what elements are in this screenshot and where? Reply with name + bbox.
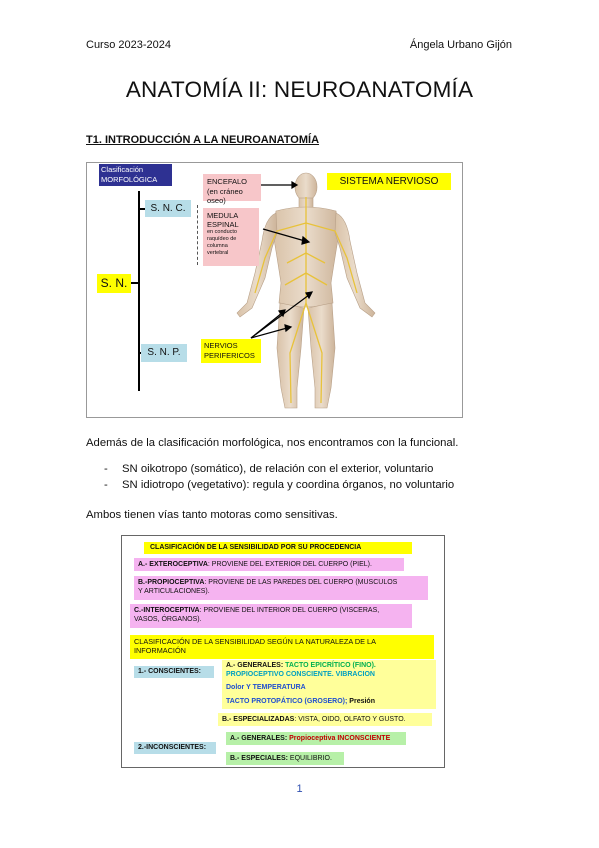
propioceptiva-text: : PROVIENE DE LAS PAREDES DEL CUERPO (MU… xyxy=(204,579,398,586)
propioceptiva-text2: Y ARTICULACIONES). xyxy=(138,587,210,595)
classification-label: Clasificación MORFOLÓGICA xyxy=(99,164,172,186)
inc-generales-text: Propioceptiva INCONSCIENTE xyxy=(289,735,391,742)
propioceptiva-row: B.-PROPIOCEPTIVA: PROVIENE DE LAS PAREDE… xyxy=(134,576,428,600)
nervios-label: NERVIOS PERIFERICOS xyxy=(201,339,261,363)
snp-label: S. N. P. xyxy=(141,344,187,362)
exteroceptiva-text: : PROVIENE DEL EXTERIOR DEL CUERPO (PIEL… xyxy=(207,561,372,568)
nervous-system-figure: Clasificación MORFOLÓGICA S. N. C. S. N.… xyxy=(86,162,463,418)
generales-block: A.- GENERALES: TACTO EPICRÍTICO (FINO). … xyxy=(222,660,436,709)
interoceptiva-text: : PROVIENE DEL INTERIOR DEL CUERPO (VISC… xyxy=(199,607,380,614)
page-title: ANATOMÍA II: NEUROANATOMÍA xyxy=(125,77,474,102)
medula-dash xyxy=(197,205,266,265)
tacto-epicritico: TACTO EPICRÍTICO (FINO). xyxy=(285,662,376,669)
inc-generales-label: A.- GENERALES: xyxy=(230,735,288,742)
bullet-item: - SN oikotropo (somático), de relación c… xyxy=(104,463,504,477)
medula-label: MEDULA ESPINAL en conducto raquídeo de c… xyxy=(203,208,259,266)
generales-label: A.- GENERALES: xyxy=(226,662,284,669)
snc-label: S. N. C. xyxy=(145,200,191,217)
paragraph-functional: Además de la clasificación morfológica, … xyxy=(86,437,459,449)
section-heading: T1. INTRODUCCIÓN A LA NEUROANATOMÍA xyxy=(86,134,320,146)
especializadas-text: : VISTA, OIDO, OLFATO Y GUSTO. xyxy=(294,716,406,723)
bullet-dash: - xyxy=(104,463,108,475)
exteroceptiva-label: A.- EXTEROCEPTIVA xyxy=(138,561,208,568)
medula-line2: ESPINAL xyxy=(207,220,239,229)
interoceptiva-text2: VASOS, ÓRGANOS). xyxy=(134,615,202,623)
nervios-line2: PERIFERICOS xyxy=(204,350,255,360)
inconscientes-label: 2.-INCONSCIENTES: xyxy=(134,742,216,754)
heading-naturaleza: CLASIFICACIÓN DE LA SENSIBILIDAD SEGÚN L… xyxy=(130,635,434,659)
paragraph-pathways: Ambos tienen vías tanto motoras como sen… xyxy=(86,509,338,521)
medula-small1: en conducto xyxy=(207,229,237,235)
medula-small3: columna xyxy=(207,243,228,249)
propioceptiva-label: B.-PROPIOCEPTIVA xyxy=(138,579,205,586)
classification-line2: MORFOLÓGICA xyxy=(101,174,158,184)
bullet-dash: - xyxy=(104,479,108,491)
especiales-label: B.- ESPECIALES: xyxy=(230,755,288,762)
encefalo-line1: ENCEFALO xyxy=(207,177,248,186)
medula-small2: raquídeo de xyxy=(207,236,237,242)
encefalo-line2: (en cráneo oseo) xyxy=(207,186,243,206)
heading-naturaleza-line1: CLASIFICACIÓN DE LA SENSIBILIDAD SEGÚN L… xyxy=(134,637,376,646)
bullet-item: - SN idiotropo (vegetativo): regula y co… xyxy=(104,479,504,493)
presion: Presión xyxy=(349,697,375,705)
tacto-protopatico: TACTO PROTOPÁTICO (GROSERO); xyxy=(226,697,348,705)
author-header: Ángela Urbano Gijón xyxy=(409,39,512,51)
medula-line1: MEDULA xyxy=(207,211,239,220)
especializadas-row: B.- ESPECIALIZADAS: VISTA, OIDO, OLFATO … xyxy=(218,713,432,726)
sensitivity-classification-figure: CLASIFICACIÓN DE LA SENSIBILIDAD POR SU … xyxy=(121,535,445,768)
page-number: 1 xyxy=(296,783,303,795)
heading-procedencia: CLASIFICACIÓN DE LA SENSIBILIDAD POR SU … xyxy=(144,542,412,554)
medula-small4: vertebral xyxy=(207,250,229,256)
classification-line1: Clasificación xyxy=(101,165,144,174)
especiales-text: EQUILIBRIO. xyxy=(289,755,332,762)
nervios-line1: NERVIOS xyxy=(204,341,238,350)
interoceptiva-row: C.-INTEROCEPTIVA: PROVIENE DEL INTERIOR … xyxy=(130,604,412,628)
interoceptiva-label: C.-INTEROCEPTIVA xyxy=(134,607,200,614)
human-body-illustration xyxy=(131,172,376,409)
course-header: Curso 2023-2024 xyxy=(86,39,172,51)
bullet-text: SN idiotropo (vegetativo): regula y coor… xyxy=(122,479,455,491)
especiales-row: B.- ESPECIALES: EQUILIBRIO. xyxy=(226,752,344,765)
sistema-nervioso-label: SISTEMA NERVIOSO xyxy=(327,173,451,190)
encefalo-label: ENCEFALO (en cráneo oseo) xyxy=(203,174,261,205)
exteroceptiva-row: A.- EXTEROCEPTIVA: PROVIENE DEL EXTERIOR… xyxy=(134,558,404,571)
inc-generales-row: A.- GENERALES: Propioceptiva INCONSCIENT… xyxy=(226,732,406,745)
bullet-text: SN oikotropo (somático), de relación con… xyxy=(122,463,434,475)
sn-label: S. N. xyxy=(97,274,131,293)
propioceptivo-consciente: PROPIOCEPTIVO CONSCIENTE. VIBRACION xyxy=(226,670,375,678)
especializadas-label: B.- ESPECIALIZADAS xyxy=(222,716,295,723)
dolor-temperatura: Dolor Y TEMPERATURA xyxy=(226,684,306,691)
heading-naturaleza-line2: INFORMACIÓN xyxy=(134,645,186,655)
conscientes-label: 1.- CONSCIENTES: xyxy=(134,666,214,678)
